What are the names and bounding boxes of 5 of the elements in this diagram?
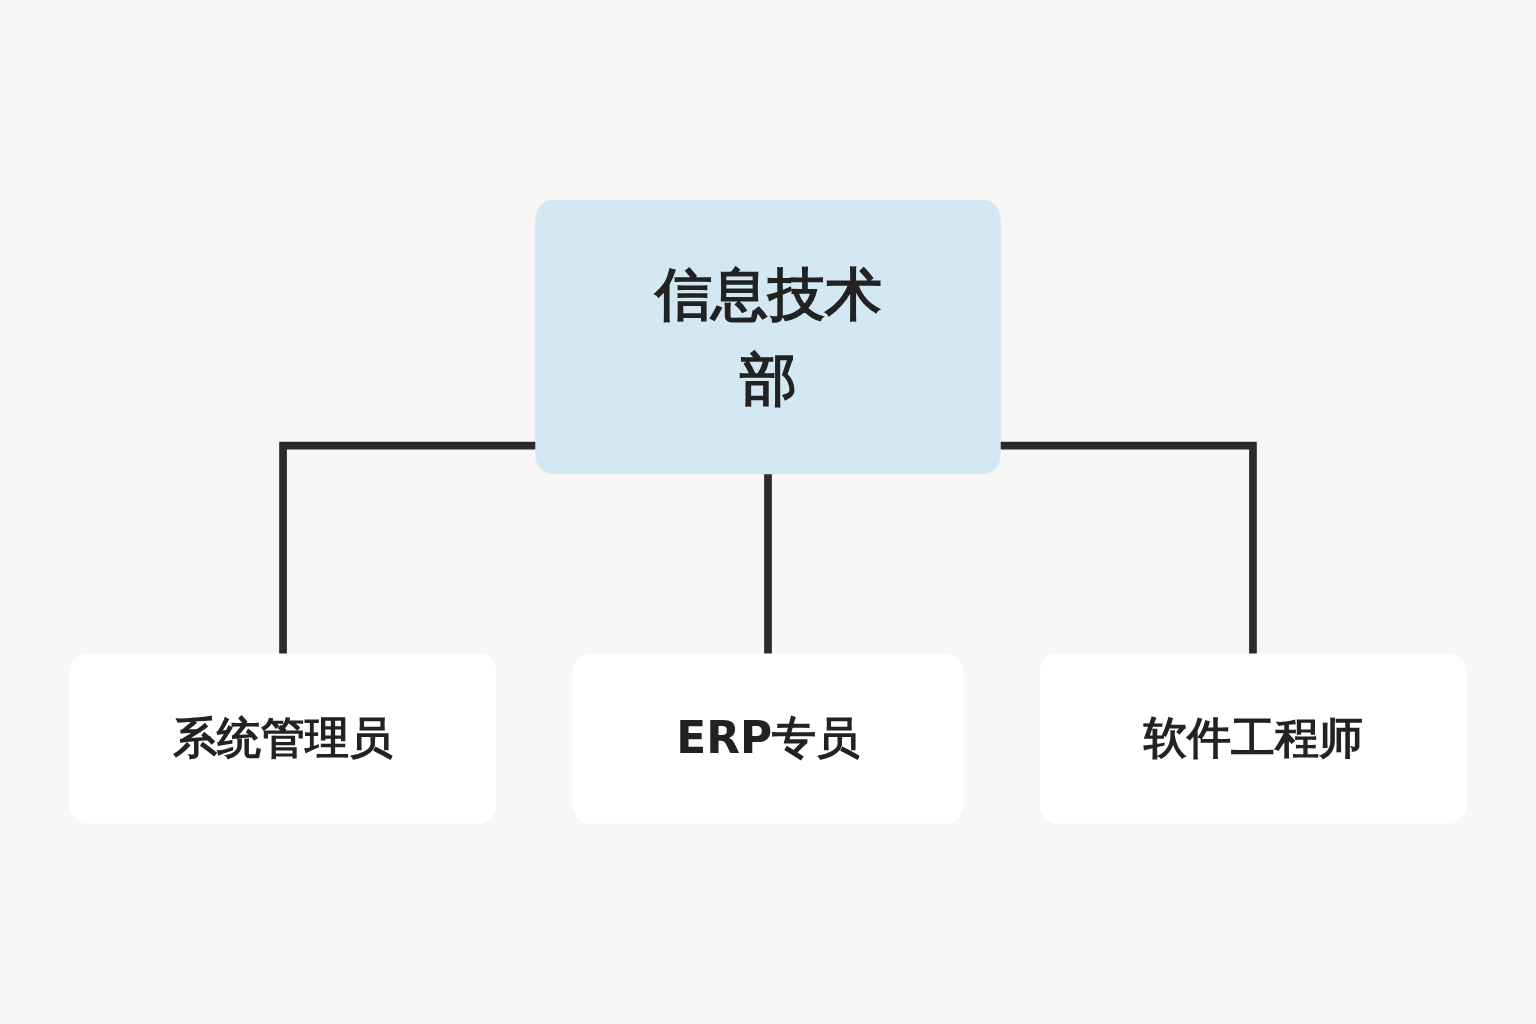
node-box: 系统管理员: [69, 653, 497, 824]
connector: [1000, 442, 1257, 655]
node-box: 信息技术部: [535, 200, 1001, 475]
connector: [279, 442, 536, 655]
node-box: ERP专员: [572, 653, 964, 824]
